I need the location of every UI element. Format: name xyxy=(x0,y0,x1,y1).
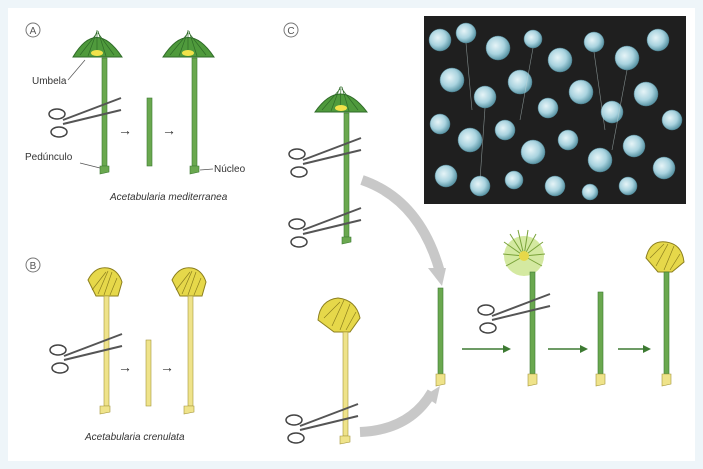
svg-text:→: → xyxy=(162,122,176,138)
panel-c-label: C xyxy=(287,26,294,37)
umbela-label: Umbela xyxy=(32,76,67,87)
svg-text:→: → xyxy=(118,359,132,375)
pedunculo-label: Pedúnculo xyxy=(25,152,73,163)
panel-b-label: B xyxy=(30,261,37,272)
c-yellow-donor xyxy=(318,298,360,444)
a-stalk-fragment xyxy=(147,98,152,166)
caption-crenulata: Acetabularia crenulata xyxy=(84,432,185,443)
svg-text:→: → xyxy=(118,122,132,138)
panel-c-badge: C xyxy=(284,23,298,37)
panel-a-badge: A xyxy=(26,23,40,37)
acetabularia-photo xyxy=(424,16,686,204)
scissors-icon xyxy=(49,98,121,137)
svg-text:→: → xyxy=(160,359,174,375)
c-grafted-stalk xyxy=(436,288,445,386)
scissors-icon xyxy=(478,294,550,333)
panel-b-badge: B xyxy=(26,258,40,272)
c-final-yellow-cap-alga xyxy=(646,242,684,386)
a-green-alga-regenerated xyxy=(163,30,214,174)
scissors-icon xyxy=(50,334,122,373)
nucleo-label: Núcleo xyxy=(214,164,246,175)
curved-arrow-from-yellow xyxy=(360,392,432,432)
panel-a-label: A xyxy=(30,26,37,37)
c-regenerating-stalk xyxy=(596,292,605,386)
b-stalk-fragment xyxy=(146,340,151,406)
a-green-alga-intact xyxy=(73,30,122,174)
b-yellow-alga-regenerated xyxy=(172,268,206,414)
scissors-icon xyxy=(289,138,361,177)
caption-mediterranea: Acetabularia mediterranea xyxy=(109,192,228,203)
